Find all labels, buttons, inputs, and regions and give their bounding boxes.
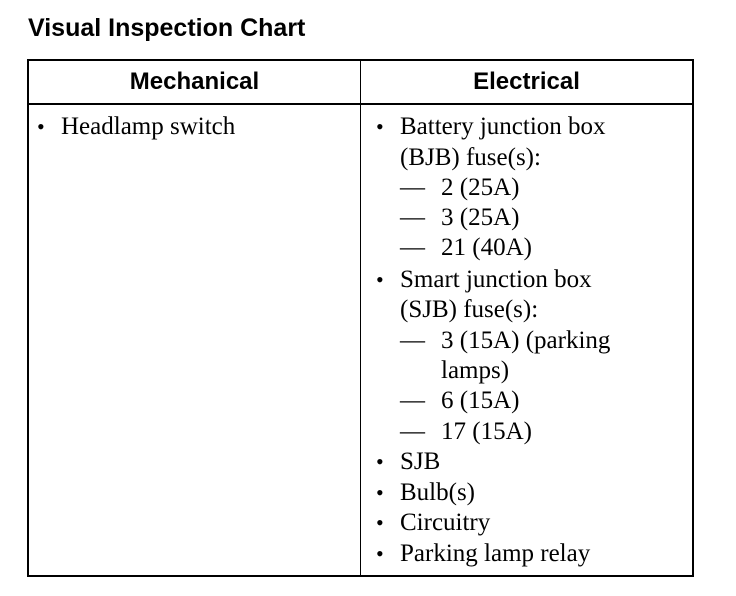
electrical-item-circuitry: Circuitry <box>400 509 491 536</box>
bullet-icon: • <box>37 114 45 139</box>
sjb-fuse-3-line1: 3 (15A) (parking <box>441 327 611 354</box>
bjb-fuse-3: 3 (25A) <box>441 204 520 231</box>
dash-icon: — <box>400 234 425 261</box>
dash-icon: — <box>400 204 425 231</box>
bjb-fuse-2: 2 (25A) <box>441 174 520 201</box>
sjb-fuse-6: 6 (15A) <box>441 387 520 414</box>
header-divider <box>29 103 692 105</box>
bjb-fuse-21: 21 (40A) <box>441 234 532 261</box>
electrical-item-sjb-line2: (SJB) fuse(s): <box>400 296 539 323</box>
sjb-fuse-17: 17 (15A) <box>441 418 532 445</box>
electrical-item-bjb-line2: (BJB) fuse(s): <box>400 144 541 171</box>
dash-icon: — <box>400 418 425 445</box>
chart-title: Visual Inspection Chart <box>28 14 306 42</box>
dash-icon: — <box>400 327 425 354</box>
bullet-icon: • <box>376 267 384 292</box>
bullet-icon: • <box>376 510 384 535</box>
header-electrical: Electrical <box>473 68 580 95</box>
bullet-icon: • <box>376 114 384 139</box>
electrical-item-bulbs: Bulb(s) <box>400 479 475 506</box>
electrical-item-parking-lamp-relay: Parking lamp relay <box>400 540 591 567</box>
bullet-icon: • <box>376 541 384 566</box>
dash-icon: — <box>400 174 425 201</box>
sjb-fuse-3-line2: lamps) <box>441 357 510 384</box>
bullet-icon: • <box>376 449 384 474</box>
bullet-icon: • <box>376 480 384 505</box>
column-divider <box>360 61 361 575</box>
electrical-item-sjb-line1: Smart junction box <box>400 266 592 293</box>
electrical-item-bjb-line1: Battery junction box <box>400 113 606 140</box>
electrical-item-sjb: SJB <box>400 448 441 475</box>
header-mechanical: Mechanical <box>129 68 260 95</box>
mechanical-item-headlamp-switch: Headlamp switch <box>61 113 236 140</box>
dash-icon: — <box>400 387 425 414</box>
inspection-table: Mechanical Electrical • Headlamp switch … <box>27 59 694 577</box>
